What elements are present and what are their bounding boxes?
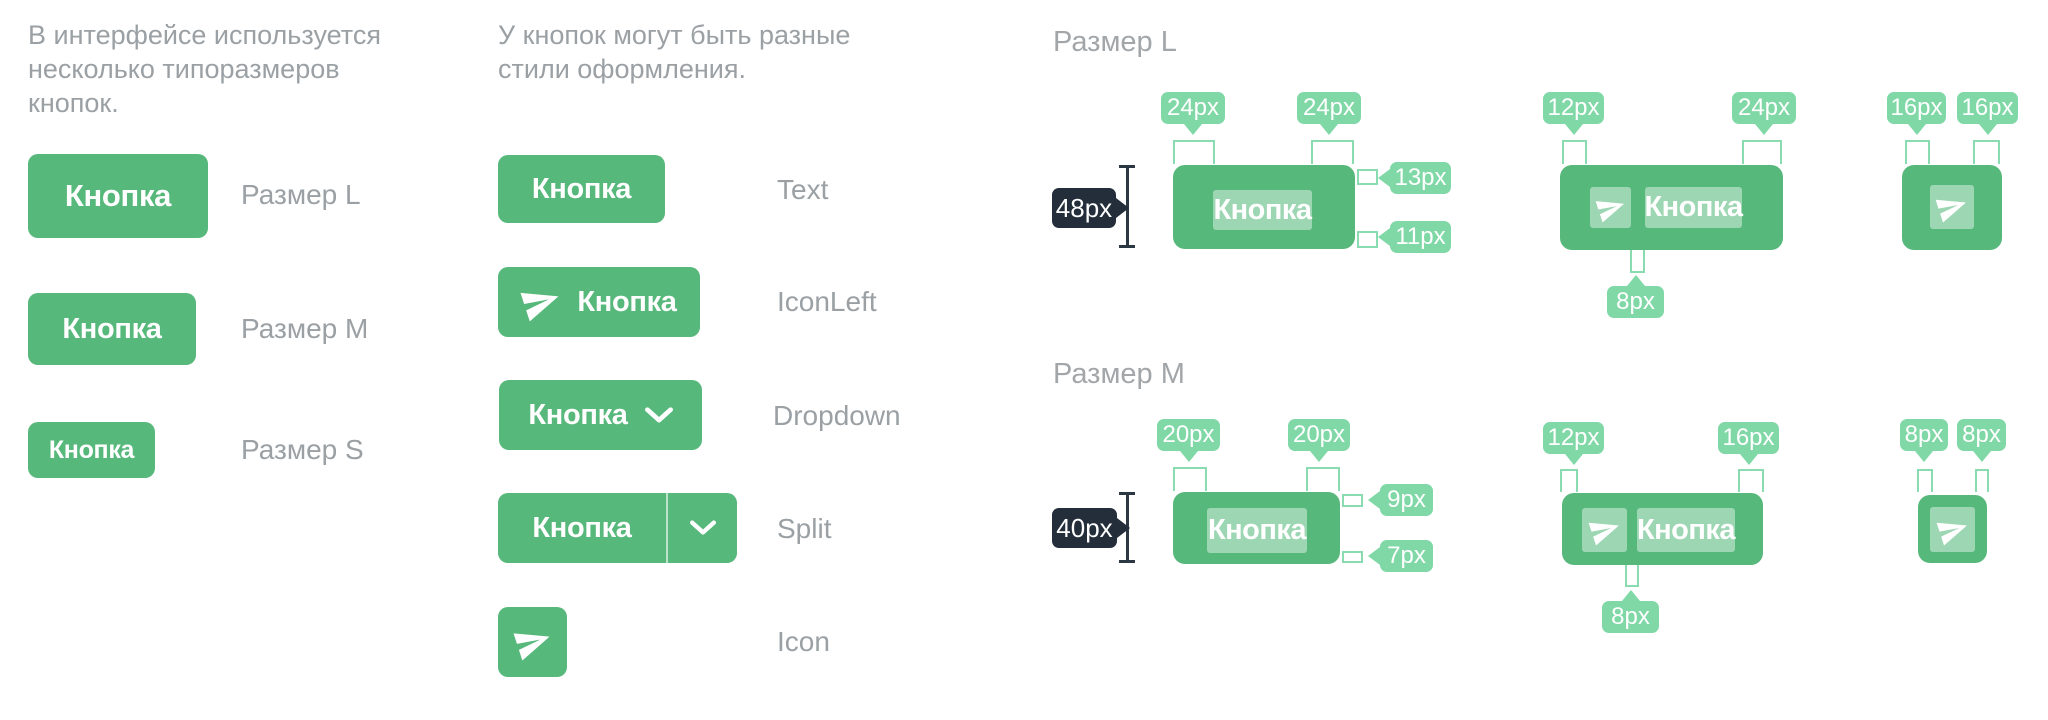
measure-tooltip: 8px xyxy=(1607,286,1664,318)
measure-tooltip: 16px xyxy=(1957,92,2018,124)
measure-tooltip: 12px xyxy=(1543,422,1604,454)
style-text-label: Text xyxy=(777,174,829,205)
measure-tooltip: 16px xyxy=(1887,92,1946,124)
text-bounds-highlight: Кнопка xyxy=(1637,508,1736,552)
measure-tooltip: 20px xyxy=(1157,419,1220,451)
measure-bracket xyxy=(1562,140,1587,164)
measure-tooltip: 16px xyxy=(1718,422,1779,454)
spec-button-m-icon[interactable] xyxy=(1918,495,1987,563)
measure-tooltip: 12px xyxy=(1543,92,1604,124)
sample-button-icon[interactable] xyxy=(498,607,567,677)
measure-bracket xyxy=(1630,250,1645,273)
measure-bracket xyxy=(1306,467,1340,491)
paper-plane-icon xyxy=(1935,191,1968,223)
spec-button-m-text[interactable]: Кнопка xyxy=(1173,492,1340,564)
sample-button-split[interactable]: Кнопка xyxy=(498,493,737,563)
measure-tooltip: 24px xyxy=(1161,92,1225,124)
style-icon-label: Icon xyxy=(777,626,830,657)
measure-bracket xyxy=(1975,469,1989,492)
size-l-label: Размер L xyxy=(241,179,361,210)
measure-bracket xyxy=(1560,469,1578,492)
measure-bracket xyxy=(1738,469,1764,492)
measure-tooltip: 24px xyxy=(1732,92,1796,124)
spec-m-heading: Размер M xyxy=(1053,358,1185,390)
sample-button-text[interactable]: Кнопка xyxy=(498,155,665,223)
chevron-down-icon xyxy=(644,406,673,424)
measure-bracket xyxy=(1973,140,2000,164)
measure-tooltip: 7px xyxy=(1380,540,1433,572)
sample-button-size-s[interactable]: Кнопка xyxy=(28,422,155,478)
measure-tooltip: 9px xyxy=(1380,484,1433,516)
style-dropdown-label: Dropdown xyxy=(773,400,901,431)
paper-plane-icon xyxy=(1595,193,1626,223)
spec-button-m-iconleft[interactable]: Кнопка xyxy=(1562,493,1763,565)
split-main-action[interactable]: Кнопка xyxy=(498,493,666,563)
measure-bracket xyxy=(1342,551,1363,563)
style-iconleft-label: IconLeft xyxy=(777,286,877,317)
measure-tooltip: 20px xyxy=(1288,419,1350,451)
spec-button-l-iconleft[interactable]: Кнопка xyxy=(1560,165,1783,250)
measure-bracket xyxy=(1173,467,1207,491)
button-label: Кнопка xyxy=(532,511,632,544)
measure-tooltip: 13px xyxy=(1390,162,1451,194)
split-dropdown-toggle[interactable] xyxy=(666,493,737,563)
icon-bounds-highlight xyxy=(1930,185,1974,229)
chevron-down-icon xyxy=(689,520,716,536)
height-badge: 40px xyxy=(1052,508,1117,548)
size-m-label: Размер M xyxy=(241,313,369,344)
styles-intro-text: У кнопок могут быть разные стили оформле… xyxy=(498,20,851,84)
icon-bounds-highlight xyxy=(1590,187,1631,228)
sample-button-iconleft[interactable]: Кнопка xyxy=(498,267,700,337)
paper-plane-icon xyxy=(520,282,561,322)
spec-l-heading: Размер L xyxy=(1053,26,1177,58)
measure-tooltip: 8px xyxy=(1957,419,2006,451)
button-label: Кнопка xyxy=(577,285,677,318)
measure-tooltip: 8px xyxy=(1602,601,1659,633)
measure-bracket xyxy=(1357,169,1378,185)
paper-plane-icon xyxy=(513,623,552,661)
paper-plane-icon xyxy=(1588,514,1621,546)
text-bounds-highlight: Кнопка xyxy=(1207,508,1307,553)
measure-bracket xyxy=(1311,140,1354,164)
sizes-intro-text: В интерфейсе используется несколько типо… xyxy=(28,20,381,118)
measure-bracket xyxy=(1173,140,1215,164)
measure-bracket xyxy=(1905,140,1930,164)
paper-plane-icon xyxy=(1936,514,1969,546)
sample-button-dropdown[interactable]: Кнопка xyxy=(499,380,702,450)
spec-button-l-icon[interactable] xyxy=(1902,165,2002,250)
measure-tooltip: 8px xyxy=(1900,419,1948,451)
measure-bracket xyxy=(1357,231,1378,248)
button-label: Кнопка xyxy=(528,398,628,431)
measure-bracket xyxy=(1625,565,1639,587)
measure-bracket xyxy=(1742,140,1782,164)
text-bounds-highlight: Кнопка xyxy=(1213,190,1312,230)
size-s-label: Размер S xyxy=(241,434,364,465)
sample-button-size-l[interactable]: Кнопка xyxy=(28,154,208,238)
spec-button-l-text[interactable]: Кнопка xyxy=(1173,165,1355,249)
sample-button-size-m[interactable]: Кнопка xyxy=(28,293,196,365)
text-bounds-highlight: Кнопка xyxy=(1644,187,1743,228)
measure-tooltip: 24px xyxy=(1297,92,1361,124)
measure-bracket xyxy=(1342,494,1363,507)
icon-bounds-highlight xyxy=(1930,507,1975,552)
icon-bounds-highlight xyxy=(1582,508,1627,552)
measure-tooltip: 11px xyxy=(1390,221,1451,253)
style-split-label: Split xyxy=(777,513,832,544)
height-badge: 48px xyxy=(1052,188,1116,228)
measure-bracket xyxy=(1917,469,1933,492)
